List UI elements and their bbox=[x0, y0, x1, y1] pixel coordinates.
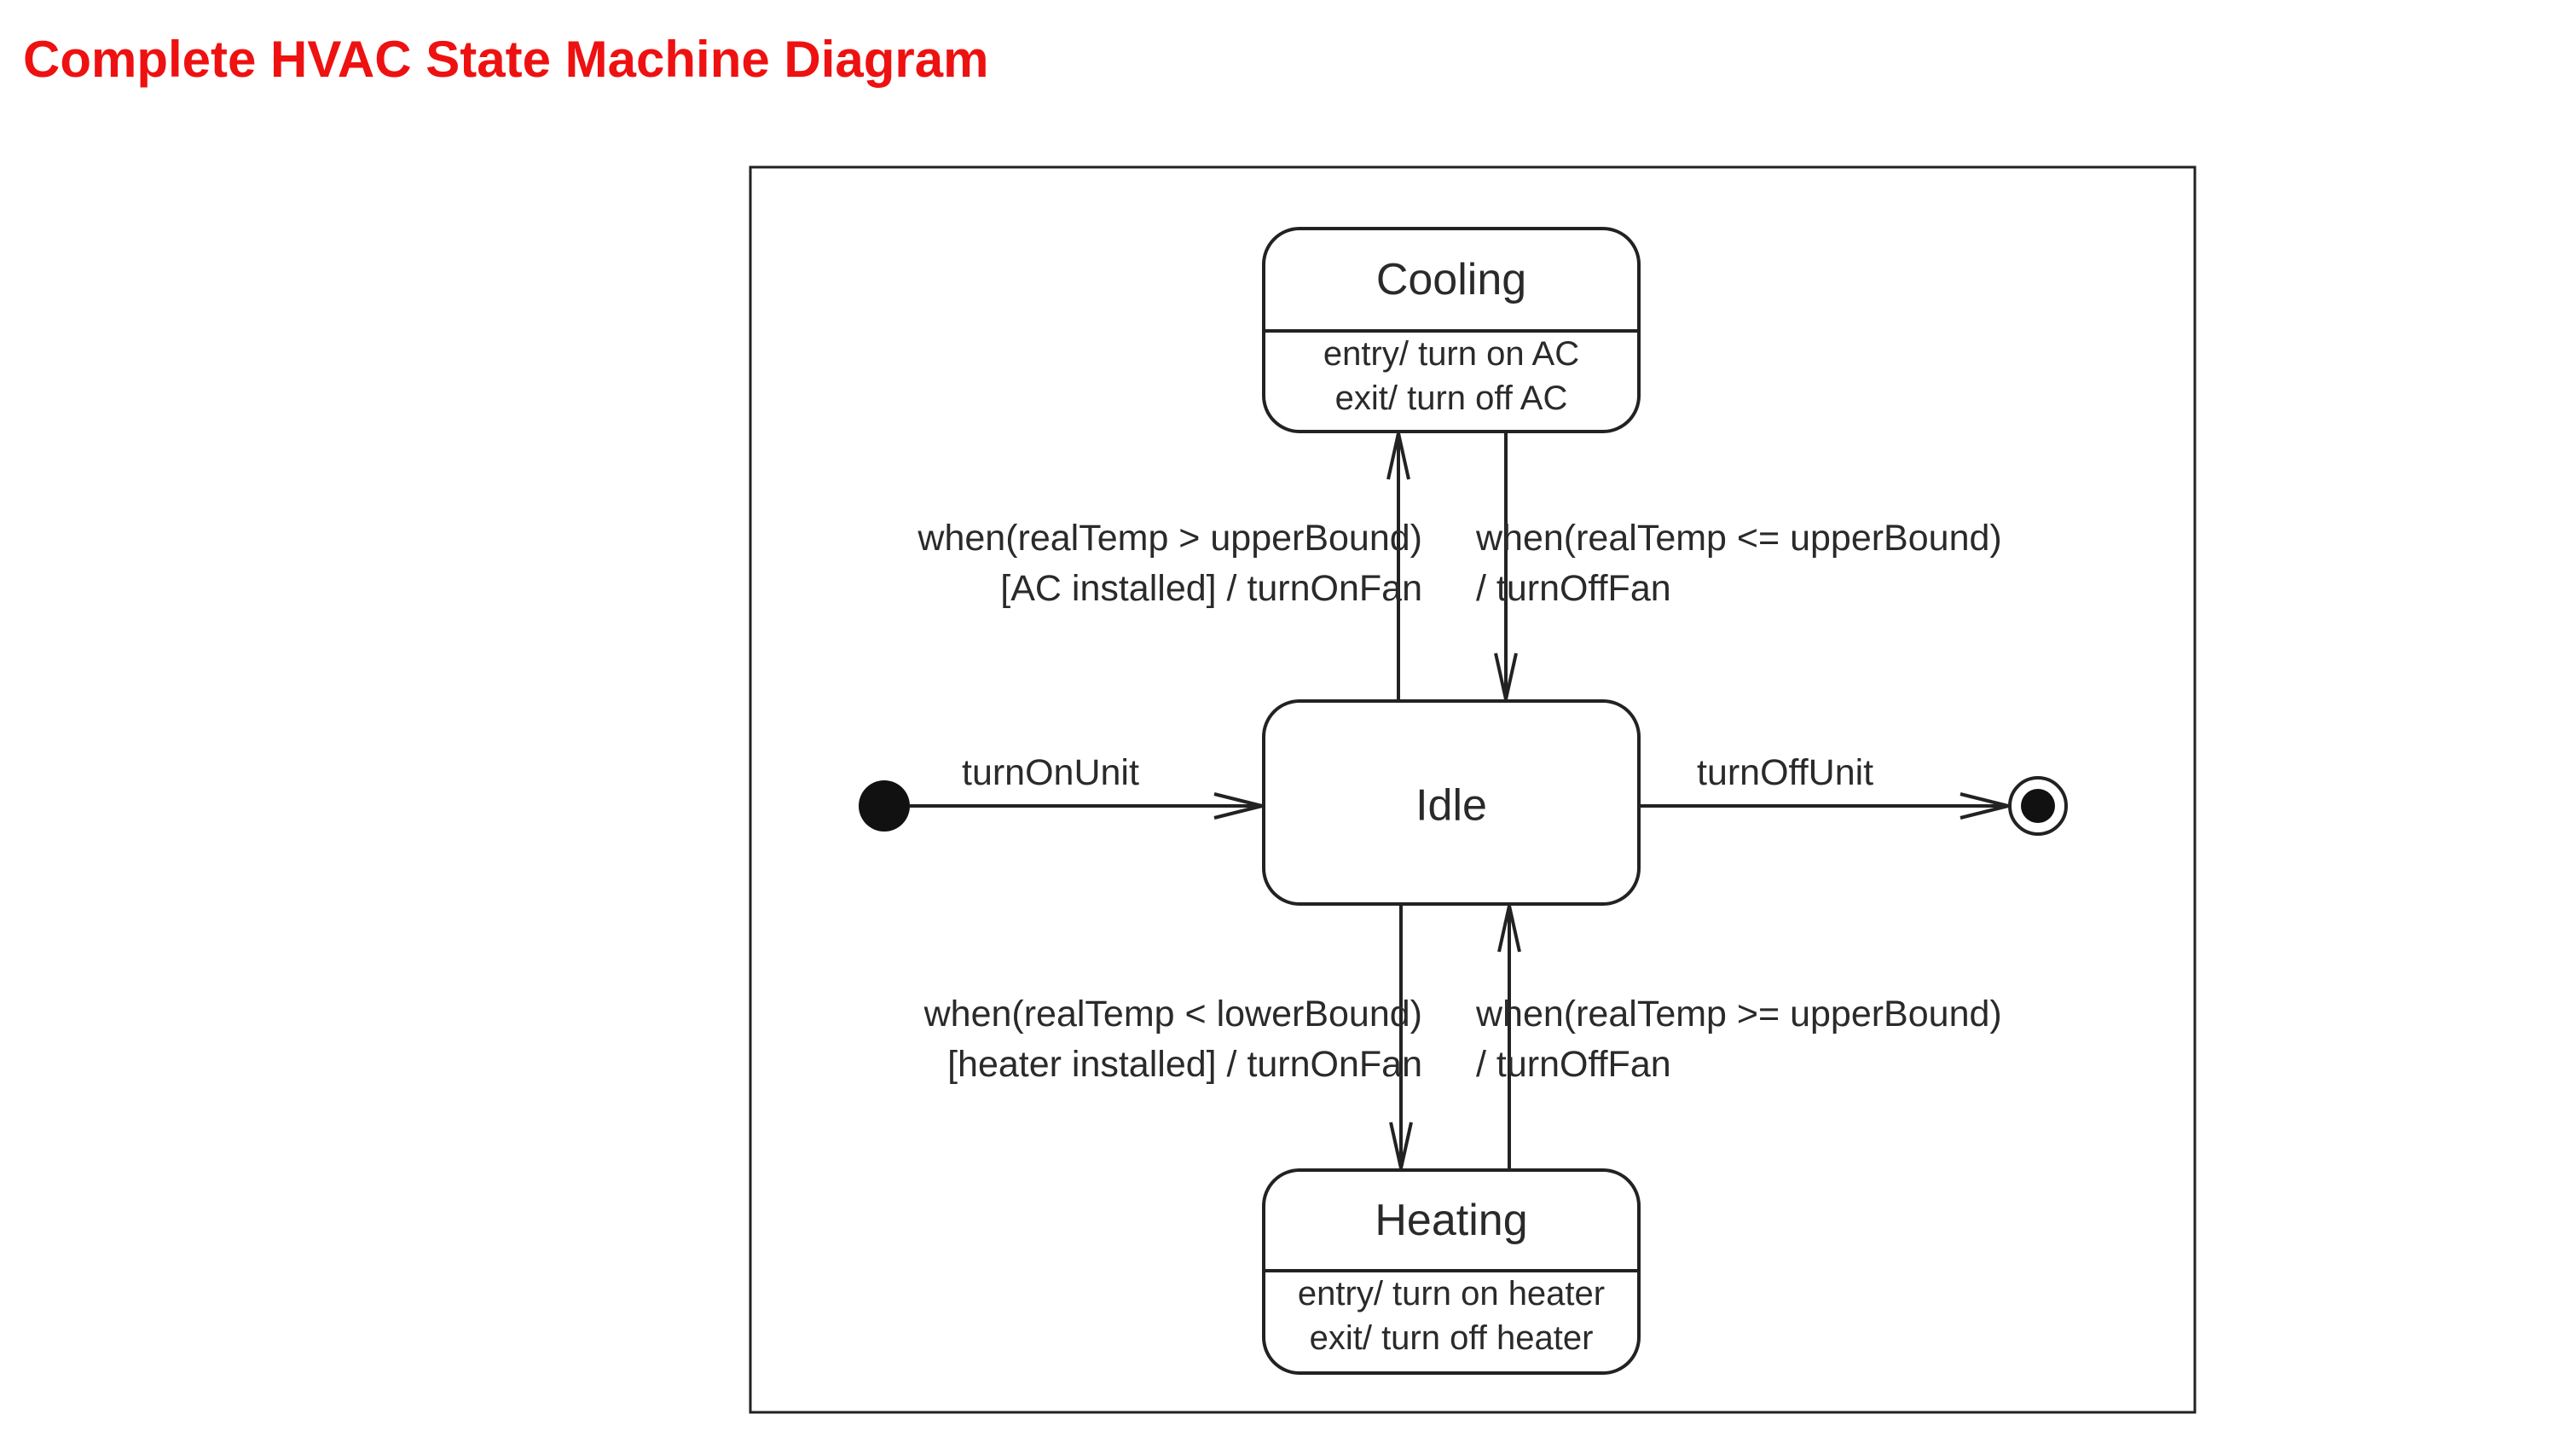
state-heating-name: Heating bbox=[1375, 1196, 1527, 1245]
label-heating-to-idle-line2: / turnOffFan bbox=[1476, 1044, 1671, 1085]
initial-state-dot bbox=[859, 780, 910, 832]
arrowhead-cooling-to-idle bbox=[1494, 652, 1518, 700]
label-heating-to-idle-line1: when(realTemp >= upperBound) bbox=[1475, 994, 2002, 1034]
state-cooling-name: Cooling bbox=[1376, 255, 1526, 304]
arrowhead-idle-to-cooling bbox=[1386, 432, 1410, 480]
label-idle-to-final: turnOffUnit bbox=[1697, 752, 1873, 793]
final-state-dot bbox=[2021, 789, 2055, 823]
state-idle-box bbox=[1262, 699, 1641, 906]
label-idle-to-cooling-line2: [AC installed] / turnOnFan bbox=[1000, 568, 1422, 609]
label-cooling-to-idle-line2: / turnOffFan bbox=[1476, 568, 1671, 609]
state-idle-name: Idle bbox=[1415, 781, 1487, 831]
diagram-frame bbox=[749, 165, 2197, 1414]
state-heating-entry: entry/ turn on heater bbox=[1298, 1275, 1605, 1313]
arrowhead-heating-to-idle bbox=[1497, 905, 1521, 953]
state-idle: Idle bbox=[1262, 699, 1641, 906]
slide-title: Complete HVAC State Machine Diagram bbox=[23, 31, 989, 88]
state-cooling-entry: entry/ turn on AC bbox=[1323, 335, 1579, 373]
label-idle-to-heating-line2: [heater installed] / turnOnFan bbox=[947, 1044, 1422, 1085]
arrowhead-idle-to-heating bbox=[1389, 1121, 1413, 1169]
arrowhead-start-to-idle bbox=[1213, 792, 1263, 820]
state-heating: Heating entry/ turn on heater exit/ turn… bbox=[1262, 1168, 1641, 1375]
label-cooling-to-idle-line1: when(realTemp <= upperBound) bbox=[1475, 518, 2002, 559]
label-idle-to-heating-line1: when(realTemp < lowerBound) bbox=[923, 994, 1422, 1034]
state-heating-exit: exit/ turn off heater bbox=[1310, 1319, 1594, 1357]
state-cooling-exit: exit/ turn off AC bbox=[1335, 380, 1568, 417]
label-idle-to-cooling-line1: when(realTemp > upperBound) bbox=[917, 518, 1422, 559]
final-state bbox=[2008, 776, 2068, 836]
arrowhead-idle-to-final bbox=[1959, 792, 2009, 820]
label-start-to-idle: turnOnUnit bbox=[962, 752, 1139, 793]
state-cooling: Cooling entry/ turn on AC exit/ turn off… bbox=[1262, 227, 1641, 433]
